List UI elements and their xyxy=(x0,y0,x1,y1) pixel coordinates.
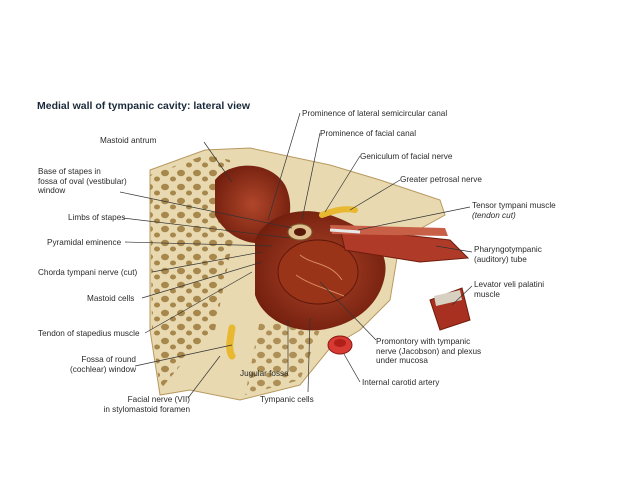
tympanic-cells-texture xyxy=(245,320,320,395)
promontory-shape xyxy=(277,239,359,305)
label-facial-nerve: Facial nerve (VII) in stylomastoid foram… xyxy=(103,395,190,414)
label-mastoid-antrum: Mastoid antrum xyxy=(100,136,157,145)
label-tympanic-cells: Tympanic cells xyxy=(260,395,314,404)
greater-petrosal-nerve-shape xyxy=(319,206,358,218)
label-tendon-stapedius: Tendon of stapedius muscle xyxy=(38,329,140,338)
facial-nerve-shape xyxy=(226,324,236,360)
label-promontory: Promontory with tympanic nerve (Jacobson… xyxy=(376,337,482,366)
label-fossa-round-window: Fossa of round (cochlear) window xyxy=(70,355,136,374)
pharyngotympanic-tube xyxy=(339,227,470,263)
label-pyramidal-eminence: Pyramidal eminence xyxy=(47,238,122,247)
label-base-of-stapes: Base of stapes in fossa of oval (vestibu… xyxy=(38,167,127,196)
label-greater-petrosal: Greater petrosal nerve xyxy=(400,175,482,184)
label-tensor-tympani: Tensor tympani muscle (tendon cut) xyxy=(472,201,556,220)
label-prominence-facial: Prominence of facial canal xyxy=(320,129,417,138)
label-geniculum: Geniculum of facial nerve xyxy=(360,152,453,161)
label-chorda-tympani: Chorda tympani nerve (cut) xyxy=(38,268,138,277)
label-jugular-fossa: Jugular fossa xyxy=(240,369,289,378)
label-mastoid-cells: Mastoid cells xyxy=(87,294,135,303)
figure-title: Medial wall of tympanic cavity: lateral … xyxy=(37,100,250,112)
label-internal-carotid: Internal carotid artery xyxy=(362,378,440,387)
label-limbs-of-stapes: Limbs of stapes xyxy=(68,213,126,222)
label-prominence-lateral: Prominence of lateral semicircular canal xyxy=(302,109,448,118)
mastoid-cells-texture xyxy=(150,155,235,390)
label-pharyngotympanic: Pharyngotympanic (auditory) tube xyxy=(474,245,542,264)
label-levator-veli: Levator veli palatini muscle xyxy=(474,280,545,299)
leader-lines xyxy=(119,112,473,399)
